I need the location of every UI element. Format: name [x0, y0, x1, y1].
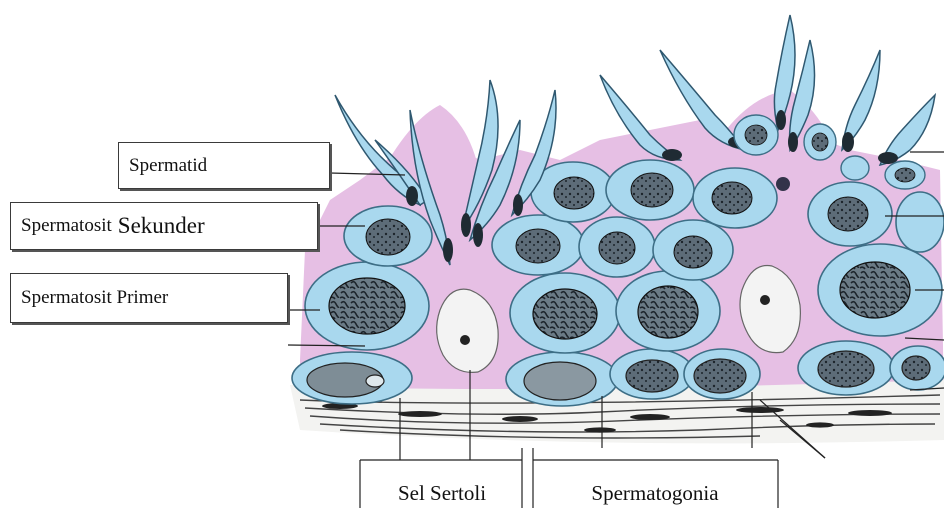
label-spermatosit-sekunder: Spermatosit Sekunder	[10, 202, 318, 250]
label-spermatosit-sekunder-text-b: Sekunder	[118, 213, 205, 239]
label-spermatid: Spermatid	[118, 142, 330, 189]
label-spermatosit-sekunder-text-a: Spermatosit	[21, 215, 112, 237]
label-spermatosit-primer: Spermatosit Primer	[10, 273, 288, 323]
label-spermatosit-primer-text: Spermatosit Primer	[21, 287, 168, 309]
label-sel-sertoli: Sel Sertoli	[372, 481, 512, 506]
label-spermatogonia: Spermatogonia	[545, 481, 765, 506]
label-spermatid-text: Spermatid	[129, 155, 207, 177]
